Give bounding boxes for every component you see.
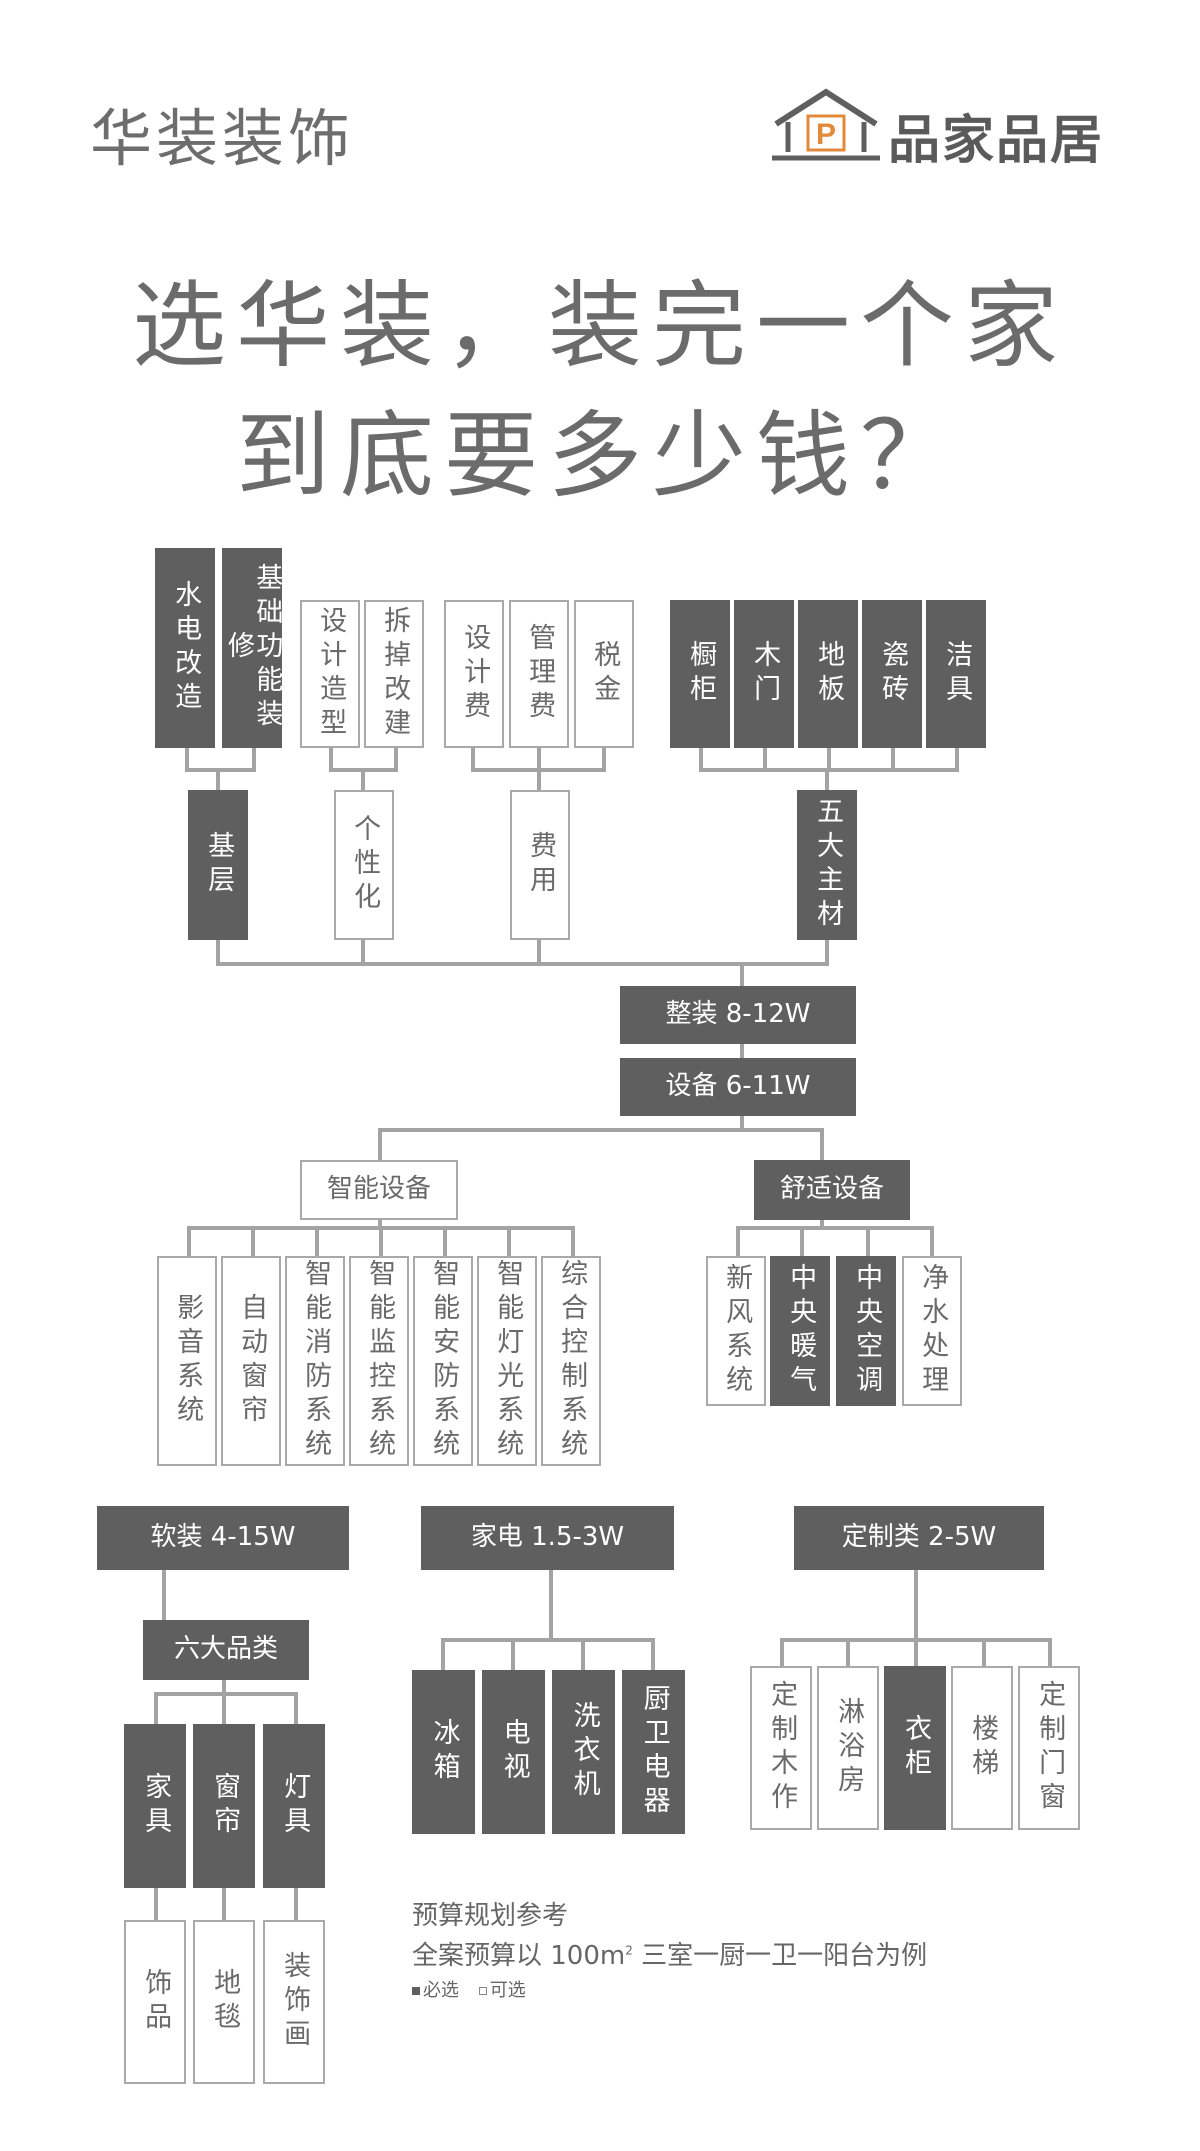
node-smart-monitor: 智能监控系统 [349,1256,409,1466]
brand-logo-huazhuang: 华装装饰 [90,102,355,175]
node-wood-door: 木门 [734,600,794,748]
legend-optional-swatch-icon [478,1987,487,1995]
node-demolition: 拆掉改建 [364,600,424,748]
legend-optional-label: 可选 [489,1980,526,2001]
node-custom-woodwork: 定制木作 [750,1666,812,1830]
node-smart-lighting: 智能灯光系统 [477,1256,537,1466]
node-av-system: 影音系统 [157,1256,217,1466]
node-decorative-painting: 装饰画 [263,1920,325,2084]
node-cabinet: 橱柜 [670,600,730,748]
legend-required-swatch-icon [412,1987,420,1995]
node-soft-furnishing: 软装 4-15W [97,1506,349,1570]
node-custom: 定制类 2-5W [794,1506,1044,1570]
node-water-purification: 净水处理 [902,1256,962,1406]
node-sanitary: 洁具 [926,600,986,748]
node-whole-renovation: 整装 8-12W [620,986,856,1044]
node-stairs: 楼梯 [951,1666,1013,1830]
node-shower-room: 淋浴房 [817,1666,879,1830]
node-design-fee: 设计费 [444,600,504,748]
node-fresh-air: 新风系统 [706,1256,766,1406]
node-auto-curtain: 自动窗帘 [221,1256,281,1466]
node-fees: 费用 [510,790,570,940]
node-carpet: 地毯 [193,1920,255,2084]
node-kitchen-bath-appliances: 厨卫电器 [622,1670,685,1834]
node-five-main-materials: 五大主材 [797,790,857,940]
note-title: 预算规划参考 [412,1901,569,1931]
node-smart-equipment: 智能设备 [300,1160,458,1220]
node-six-categories: 六大品类 [143,1620,309,1680]
node-tv: 电视 [482,1670,545,1834]
node-design-styling: 设计造型 [300,600,360,748]
node-basic-renovation: 基础功能装修 [222,548,282,748]
node-equipment: 设备 6-11W [620,1058,856,1116]
node-custom-doors-windows: 定制门窗 [1018,1666,1080,1830]
node-wardrobe: 衣柜 [884,1666,946,1830]
legend: 必选 可选 [412,1976,526,2002]
node-water-electric: 水电改造 [155,548,215,748]
node-tax: 税金 [574,600,634,748]
node-furniture: 家具 [124,1724,186,1888]
brand-logo-pinjia: P 品家品居 [770,86,1120,171]
house-logo-icon: P [772,88,880,161]
node-personalization: 个性化 [334,790,394,940]
node-ornaments: 饰品 [124,1920,186,2084]
node-smart-security: 智能安防系统 [413,1256,473,1466]
node-lamps: 灯具 [263,1724,325,1888]
node-tile: 瓷砖 [862,600,922,748]
node-central-ac: 中央空调 [836,1256,896,1406]
node-base-layer: 基层 [188,790,248,940]
node-floor: 地板 [798,600,858,748]
brand-name: 品家品居 [888,111,1105,171]
page-title-line1: 选华装，装完一个家 [131,272,1068,381]
legend-required-label: 必选 [423,1980,459,2001]
node-curtains: 窗帘 [193,1724,255,1888]
node-appliances: 家电 1.5-3W [421,1506,674,1570]
page-title-line2: 到底要多少钱？ [235,402,964,511]
node-comfort-equipment: 舒适设备 [754,1160,910,1220]
note-subtitle: 全案预算以 100m2 三室一厨一卫一阳台为例 [412,1935,927,1972]
node-washing-machine: 洗衣机 [552,1670,615,1834]
node-central-heating: 中央暖气 [770,1256,830,1406]
node-smart-fire: 智能消防系统 [285,1256,345,1466]
node-management-fee: 管理费 [509,600,569,748]
node-integrated-control: 综合控制系统 [541,1256,601,1466]
note-sub-prefix: 全案预算以 100m [412,1941,626,1971]
note-sub-suffix: 三室一厨一卫一阳台为例 [632,1941,928,1971]
brand-logo-letter: P [816,118,836,151]
node-fridge: 冰箱 [412,1670,475,1834]
note-sub-superscript: 2 [625,1943,633,1958]
